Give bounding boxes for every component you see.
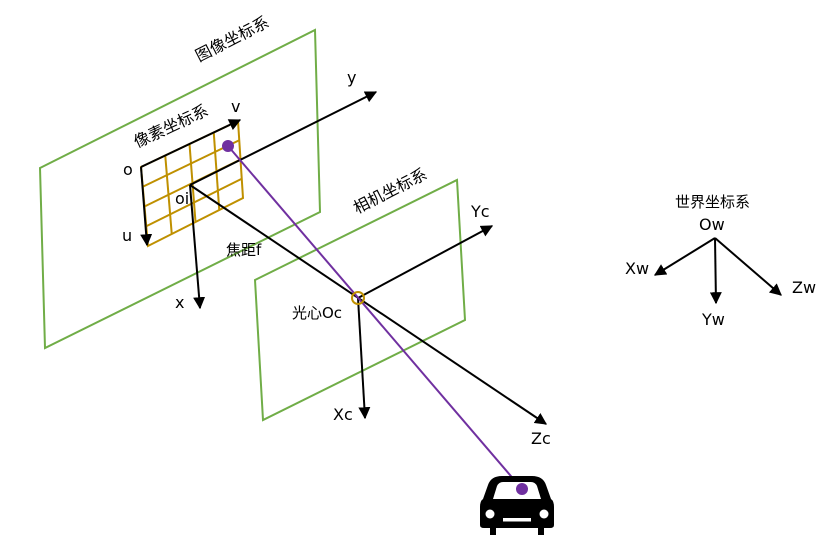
world-yw-axis: [709, 237, 722, 305]
world-coord-system-label: 世界坐标系: [675, 193, 750, 211]
optical-center-label: 光心Oc: [292, 304, 342, 322]
image-y-axis: [189, 91, 378, 186]
object-point: [516, 483, 528, 495]
camera-xc-axis: [357, 297, 371, 420]
camera-xc-label: Xc: [333, 405, 353, 424]
camera-zc-label: Zc: [531, 429, 551, 448]
world-xw-axis: [653, 237, 716, 276]
car-icon: [480, 476, 554, 535]
projection-ray: [227, 145, 523, 490]
camera-yc-label: Yc: [470, 202, 490, 221]
image-x-axis: [189, 184, 206, 310]
world-yw-label: Yw: [701, 310, 725, 329]
optical-center-marker: [351, 291, 365, 305]
optical-axis: [189, 184, 547, 425]
image-x-label: x: [175, 293, 184, 312]
pixel-v-axis: [140, 119, 242, 168]
camera-coord-system-label: 相机坐标系: [350, 164, 430, 217]
camera-plane: [253, 178, 467, 422]
image-plane: [38, 28, 322, 350]
world-origin-label: Ow: [699, 215, 725, 234]
camera-yc-axis: [357, 225, 494, 299]
image-point: [222, 140, 234, 152]
pixel-u-label: u: [122, 226, 132, 245]
world-zw-label: Zw: [792, 278, 816, 297]
world-zw-axis: [714, 237, 782, 296]
world-xw-label: Xw: [625, 259, 649, 278]
pixel-v-label: v: [231, 97, 240, 116]
image-origin-label: oi: [175, 189, 189, 208]
pixel-origin-label: o: [123, 160, 133, 179]
focal-length-label: 焦距f: [226, 241, 262, 259]
pixel-u-axis: [140, 166, 153, 247]
pixel-coord-system-label: 像素坐标系: [131, 101, 212, 152]
image-y-label: y: [347, 68, 356, 87]
